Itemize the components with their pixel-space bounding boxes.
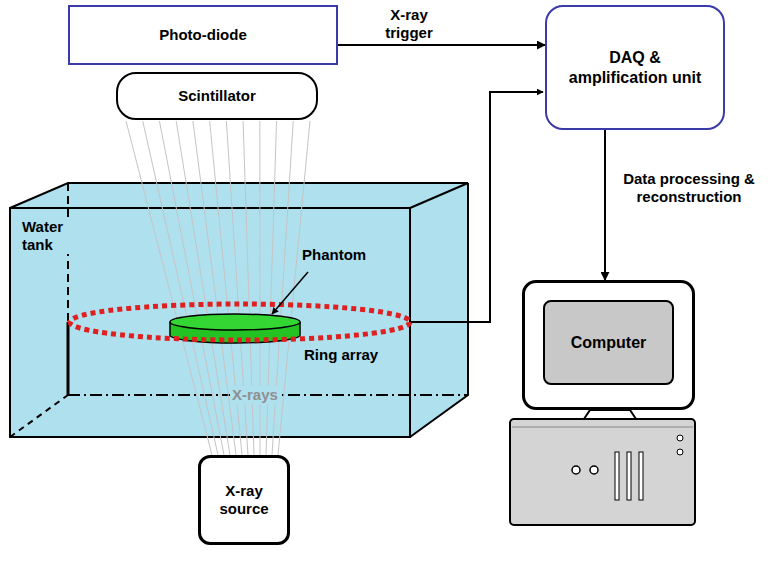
beam-label: X-rays (230, 386, 280, 404)
x-ray-source-box: X-ray source (198, 455, 290, 545)
tower-led (677, 449, 683, 455)
node-label: Scintillator (178, 87, 256, 105)
tank-front-face (10, 208, 410, 437)
signal-arrow (604, 130, 606, 280)
tower-button (572, 466, 580, 474)
monitor-stand (584, 410, 636, 419)
scintillator-box: Scintillator (116, 72, 318, 120)
photo-diode-box: Photo-diode (68, 5, 338, 65)
tower-led (677, 435, 683, 441)
tank-back-edge (67, 322, 70, 395)
water-tank-region: Water tank (10, 208, 410, 437)
node-label: Photo-diode (159, 26, 246, 44)
node-label: X-ray source (209, 482, 279, 518)
tower-case (510, 419, 695, 525)
tank-side-edge (410, 183, 468, 437)
phantom-top (170, 314, 300, 330)
x-ray-beam (143, 121, 218, 455)
tower-slot (615, 452, 619, 500)
edge-label: X-ray trigger (372, 6, 446, 42)
tower-button (590, 466, 598, 474)
tower-slot (639, 452, 643, 500)
tank-hidden-edge (10, 395, 68, 437)
computer-monitor: Computer (522, 280, 695, 410)
tower-slot (627, 452, 631, 500)
daq-box: DAQ & amplification unit (545, 5, 725, 130)
part-label: Ring array (302, 346, 380, 364)
node-label: Water tank (22, 218, 78, 254)
x-ray-beam (259, 121, 260, 455)
node-label: Computer (571, 333, 647, 352)
monitor-screen: Computer (543, 300, 674, 385)
x-ray-beam (243, 121, 254, 455)
ring-array (70, 304, 410, 340)
x-ray-beams (126, 121, 310, 455)
edge-label: Data processing & reconstruction (612, 170, 766, 206)
phantom-leader (272, 272, 308, 314)
computer-tower (510, 410, 695, 525)
phantom-cylinder (170, 314, 300, 343)
node-label: DAQ & amplification unit (565, 48, 705, 86)
x-ray-beam (176, 121, 230, 455)
signal-arrow (338, 44, 545, 46)
tank-top-edge (10, 183, 468, 208)
part-label: Phantom (300, 246, 368, 264)
tower-edge (512, 427, 693, 428)
